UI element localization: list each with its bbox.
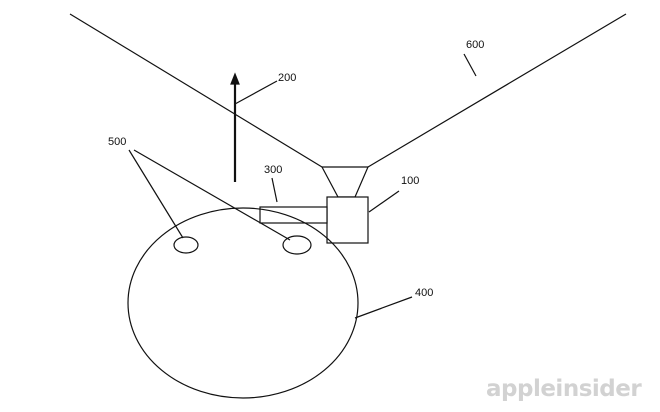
leader-200	[235, 81, 277, 104]
label-200: 200	[278, 72, 296, 84]
arrow-head	[231, 74, 239, 84]
leader-300	[272, 178, 277, 202]
field-line-right	[368, 14, 626, 167]
leader-400	[355, 297, 412, 318]
surface-ellipse	[128, 208, 358, 398]
leader-600	[464, 54, 476, 76]
spot-left	[174, 237, 198, 253]
device-box	[327, 197, 368, 243]
label-100: 100	[401, 175, 419, 187]
watermark-logo: appleinsider	[486, 376, 641, 402]
label-300: 300	[264, 164, 282, 176]
leader-100	[369, 191, 399, 212]
label-600: 600	[466, 39, 484, 51]
label-400: 400	[415, 287, 433, 299]
arm-bar	[260, 207, 327, 223]
label-500: 500	[108, 136, 126, 148]
funnel	[322, 167, 368, 197]
